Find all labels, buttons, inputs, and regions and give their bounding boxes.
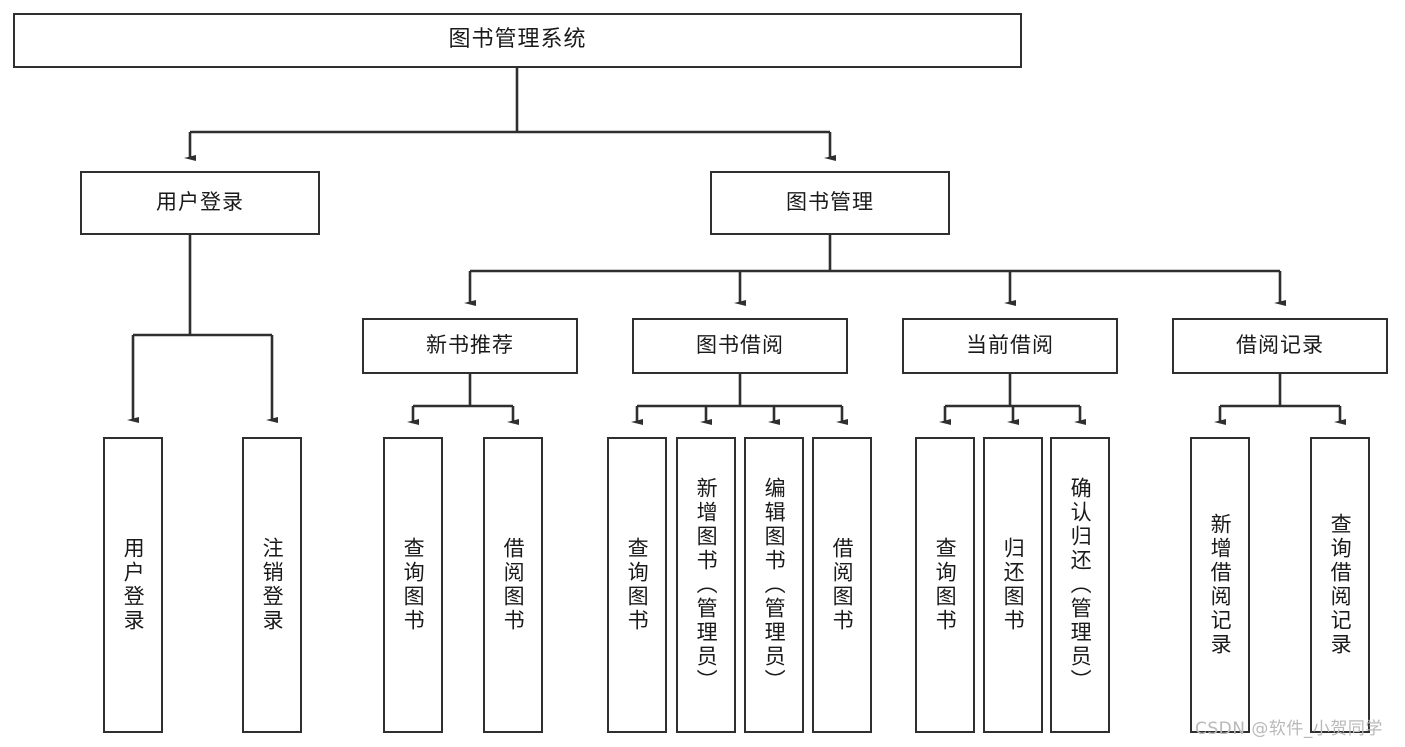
- leaf-query-book-recommend-label: 查询图书: [401, 537, 426, 633]
- node-current-borrow[interactable]: 当前借阅: [902, 318, 1118, 374]
- node-book-management[interactable]: 图书管理: [710, 171, 950, 235]
- leaf-query-book-borrow-label: 查询图书: [625, 537, 650, 633]
- leaf-query-book-recommend[interactable]: 查询图书: [383, 437, 443, 733]
- leaf-add-borrow-record[interactable]: 新增借阅记录: [1190, 437, 1250, 733]
- leaf-borrow-book-recommend[interactable]: 借阅图书: [483, 437, 543, 733]
- node-borrow-record-label: 借阅记录: [1236, 333, 1324, 358]
- node-borrow-record[interactable]: 借阅记录: [1172, 318, 1388, 374]
- node-new-book-recommend-label: 新书推荐: [426, 333, 514, 358]
- node-new-book-recommend[interactable]: 新书推荐: [362, 318, 578, 374]
- leaf-edit-book-admin[interactable]: 编辑图书（管理员）: [744, 437, 804, 733]
- leaf-add-book-admin[interactable]: 新增图书（管理员）: [676, 437, 736, 733]
- node-user-login[interactable]: 用户登录: [80, 171, 320, 235]
- node-user-login-label: 用户登录: [156, 190, 244, 215]
- leaf-return-book[interactable]: 归还图书: [983, 437, 1043, 733]
- node-root-label: 图书管理系统: [448, 27, 587, 53]
- leaf-query-borrow-record-label: 查询借阅记录: [1328, 513, 1353, 657]
- leaf-user-logout[interactable]: 注销登录: [242, 437, 302, 733]
- leaf-add-borrow-record-label: 新增借阅记录: [1208, 513, 1233, 657]
- leaf-user-logout-label: 注销登录: [260, 537, 285, 633]
- leaf-borrow-book[interactable]: 借阅图书: [812, 437, 872, 733]
- leaf-confirm-return-admin[interactable]: 确认归还（管理员）: [1050, 437, 1110, 733]
- leaf-query-borrow-record[interactable]: 查询借阅记录: [1310, 437, 1370, 733]
- leaf-query-book-current-label: 查询图书: [933, 537, 958, 633]
- csdn-watermark: CSDN @软件_小贺同学: [1195, 719, 1383, 739]
- node-root[interactable]: 图书管理系统: [13, 13, 1022, 68]
- leaf-user-login[interactable]: 用户登录: [103, 437, 163, 733]
- leaf-query-book-current[interactable]: 查询图书: [915, 437, 975, 733]
- node-current-borrow-label: 当前借阅: [966, 333, 1054, 358]
- leaf-confirm-return-admin-label: 确认归还（管理员）: [1068, 477, 1093, 693]
- leaf-query-book-borrow[interactable]: 查询图书: [607, 437, 667, 733]
- node-book-borrow-label: 图书借阅: [696, 333, 784, 358]
- leaf-add-book-admin-label: 新增图书（管理员）: [694, 477, 719, 693]
- leaf-return-book-label: 归还图书: [1001, 537, 1026, 633]
- leaf-edit-book-admin-label: 编辑图书（管理员）: [762, 477, 787, 693]
- leaf-user-login-label: 用户登录: [121, 537, 146, 633]
- leaf-borrow-book-recommend-label: 借阅图书: [501, 537, 526, 633]
- node-book-management-label: 图书管理: [786, 190, 874, 215]
- leaf-borrow-book-label: 借阅图书: [830, 537, 855, 633]
- node-book-borrow[interactable]: 图书借阅: [632, 318, 848, 374]
